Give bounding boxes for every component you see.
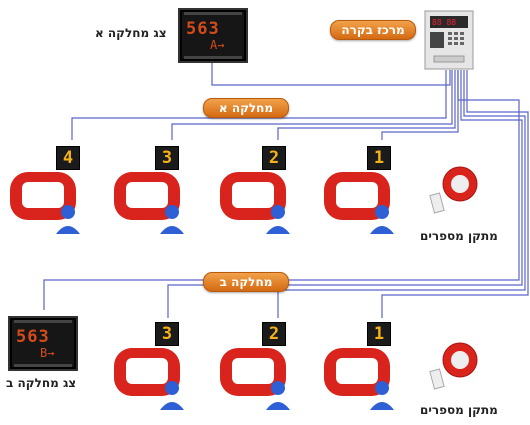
department-a-label: מחלקה א — [203, 98, 289, 118]
wire-station-b3 — [167, 70, 523, 318]
display-panel-b: 563 B→ — [8, 316, 78, 371]
dispenser-b-caption: מתקן מספרים — [420, 403, 498, 417]
station-desk-icon — [114, 172, 184, 234]
station-b3-number: 3 — [155, 322, 179, 346]
ticket-dispenser-icon — [429, 342, 478, 390]
station-desk-icon — [114, 348, 184, 410]
display-a-sub: A→ — [210, 38, 225, 52]
station-a2-number: 2 — [262, 146, 286, 170]
wire-station-a3 — [171, 70, 453, 140]
wire-station-b2 — [277, 70, 526, 318]
display-a-digits: 563 — [186, 19, 220, 39]
display-panel-a: 563 A→ — [178, 8, 248, 63]
station-a3-number: 3 — [155, 146, 179, 170]
wire-display-a — [211, 62, 451, 86]
wire-display-b — [43, 70, 520, 310]
station-desk-icon — [220, 172, 290, 234]
station-desk-icon — [220, 348, 290, 410]
station-b2-number: 2 — [262, 322, 286, 346]
station-a4-number: 4 — [56, 146, 80, 170]
station-desk-icon — [324, 172, 394, 234]
station-desk-icon — [324, 348, 394, 410]
wire-station-a4 — [71, 70, 447, 140]
ticket-dispenser-icon — [429, 166, 478, 214]
display-b-digits: 563 — [16, 327, 50, 347]
dispenser-a-caption: מתקן מספרים — [420, 229, 498, 243]
wire-station-a1 — [381, 70, 459, 140]
department-b-label: מחלקה ב — [203, 272, 289, 292]
station-desk-icon — [10, 172, 80, 234]
station-a1-number: 1 — [367, 146, 391, 170]
display-a-caption: צג מחלקה א — [95, 26, 167, 40]
wire-station-b1 — [381, 70, 529, 318]
control-center-label: מרכז בקרה — [330, 20, 416, 40]
display-b-sub: B→ — [40, 346, 55, 360]
display-b-caption: צג מחלקה ב — [6, 376, 77, 390]
svg-text:88 88: 88 88 — [432, 18, 456, 27]
station-b1-number: 1 — [367, 322, 391, 346]
control-unit-icon: 88 88 — [424, 10, 474, 70]
wire-station-a2 — [277, 70, 456, 140]
